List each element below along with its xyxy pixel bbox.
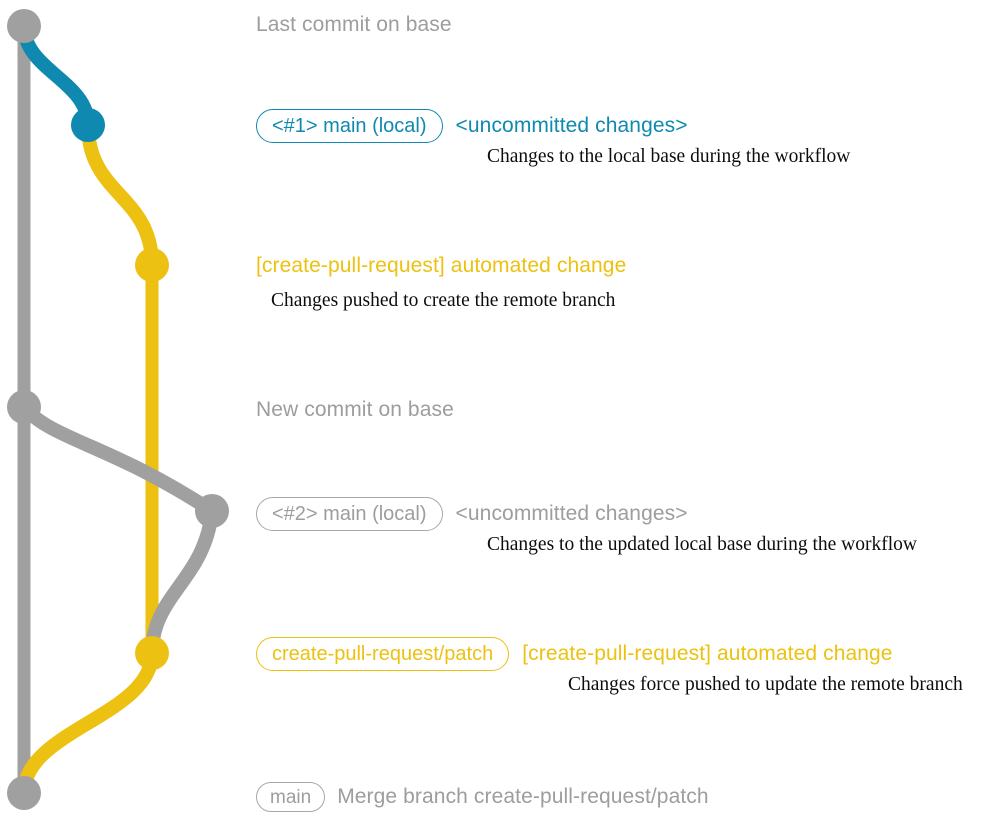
description-remote-1: Changes pushed to create the remote bran… bbox=[271, 290, 616, 311]
commit-message-merge: Merge branch create-pull-request/patch bbox=[337, 785, 709, 808]
commit-message-remote-2: [create-pull-request] automated change bbox=[522, 642, 893, 665]
caption-new-commit-on-base: New commit on base bbox=[256, 398, 454, 421]
description-remote-2: Changes force pushed to update the remot… bbox=[568, 674, 963, 695]
pill-line-local-1: <#1> main (local) <uncommitted changes> bbox=[256, 109, 688, 143]
branch-pill-remote-2[interactable]: create-pull-request/patch bbox=[256, 637, 510, 671]
commit-message-local-2: <uncommitted changes> bbox=[455, 502, 688, 525]
pill-line-remote-2: create-pull-request/patch [create-pull-r… bbox=[256, 637, 893, 671]
commit-message-remote-1: [create-pull-request] automated change bbox=[256, 254, 627, 277]
pill-line-remote-1: [create-pull-request] automated change bbox=[256, 254, 626, 278]
pill-line-local-2: <#2> main (local) <uncommitted changes> bbox=[256, 497, 688, 531]
description-local-2: Changes to the updated local base during… bbox=[487, 534, 917, 555]
caption-last-commit-on-base: Last commit on base bbox=[256, 13, 452, 36]
description-local-1: Changes to the local base during the wor… bbox=[487, 146, 851, 167]
branch-pill-local-1[interactable]: <#1> main (local) bbox=[256, 109, 443, 143]
commit-message-local-1: <uncommitted changes> bbox=[455, 114, 688, 137]
pill-line-merge: main Merge branch create-pull-request/pa… bbox=[256, 782, 709, 812]
branch-pill-main[interactable]: main bbox=[256, 782, 326, 812]
branch-pill-local-2[interactable]: <#2> main (local) bbox=[256, 497, 443, 531]
